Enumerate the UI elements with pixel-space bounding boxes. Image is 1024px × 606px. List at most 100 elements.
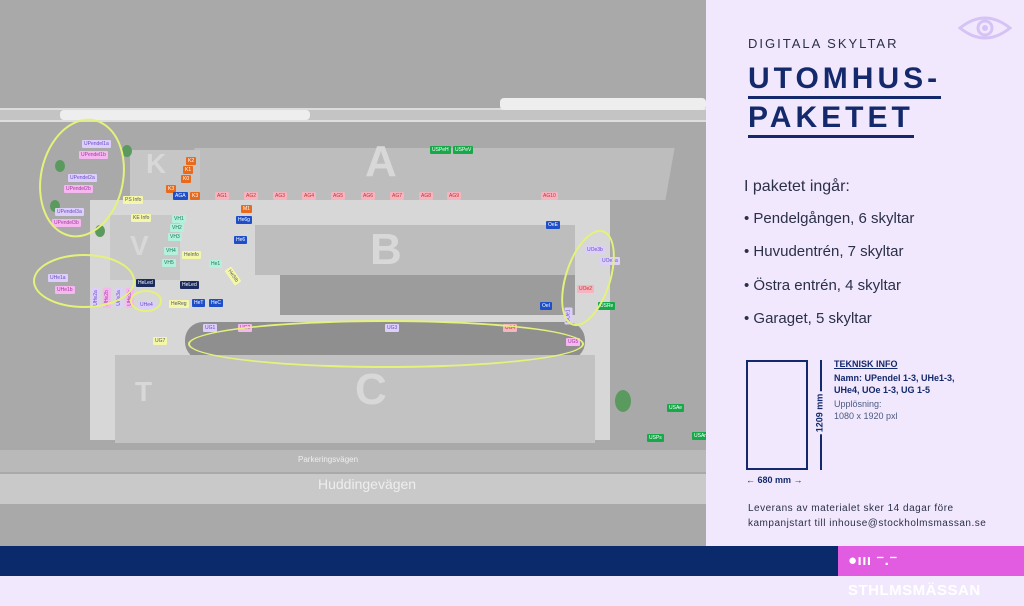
package-item: • Garaget, 5 skyltar	[744, 310, 872, 327]
highlight-huvudentre	[33, 254, 135, 308]
tech-info: TEKNISK INFO Namn: UPendel 1-3, UHe1-3, …	[834, 358, 964, 422]
sign-ag10: AG10	[541, 192, 558, 200]
sign-ag3: AG3	[273, 192, 288, 200]
sign-ag7: AG7	[390, 192, 405, 200]
sign-heled-2: HeLed	[180, 281, 199, 289]
height-label: 1209 mm	[814, 391, 825, 435]
sign-aga: AGA	[173, 192, 188, 200]
package-item: • Huvudentrén, 7 skyltar	[744, 243, 904, 260]
delivery-note: Leverans av materialet sker 14 dagar för…	[748, 501, 986, 531]
tree	[95, 225, 105, 237]
tech-heading: TEKNISK INFO	[834, 359, 898, 369]
sign-he6: He6	[234, 236, 248, 244]
sign-hereg: HeReg	[169, 300, 189, 308]
eye-icon	[958, 16, 1012, 40]
brand-logo: ●ııı ⁻.⁻ STHLMSMÄSSAN	[838, 546, 1024, 599]
hall-label-b: B	[370, 225, 402, 274]
sign-oee: OeE	[546, 221, 561, 229]
sign-uspev: USPeV	[453, 146, 474, 154]
sign-k1: K1	[183, 166, 194, 174]
road-parkering	[0, 450, 706, 472]
width-label: ← 680 mm →	[746, 475, 803, 485]
sign-vh5: VH5	[162, 259, 176, 267]
tree	[50, 200, 60, 212]
train	[60, 110, 310, 120]
info-panel: DIGITALA SKYLTAR UTOMHUS- PAKETET I pake…	[706, 0, 1024, 546]
hall-label-k: K	[146, 148, 167, 179]
sign-ag9: AG9	[447, 192, 462, 200]
sign-he6g: He6g	[236, 216, 252, 224]
sign-ke-info: KE Info	[131, 214, 152, 222]
sign-usre: USRe	[598, 302, 616, 310]
tech-name: Namn: UPendel 1-3, UHe1-3, UHe4, UOe 1-3…	[834, 373, 955, 395]
kicker: DIGITALA SKYLTAR	[748, 36, 899, 51]
brand-name: STHLMSMÄSSAN	[848, 582, 981, 599]
sign-upendel3b: UPendel3b	[52, 219, 81, 227]
venue-map: A B C K V T Parkeringsvägen Huddingeväge…	[0, 0, 706, 546]
hall-label-a: A	[365, 137, 397, 186]
package-item: • Pendelgången, 6 skyltar	[744, 210, 915, 227]
sign-ug1: UG1	[203, 324, 218, 332]
package-item: • Östra entrén, 4 skyltar	[744, 277, 901, 294]
hall-b-wall	[280, 275, 575, 315]
sign-ag6: AG6	[361, 192, 376, 200]
sign-uoe3a: UOe3a	[600, 257, 620, 265]
tree	[122, 145, 132, 157]
sign-ag2: AG2	[244, 192, 259, 200]
hall-c-roof	[115, 355, 595, 443]
sign-ps-info: PS Info	[123, 196, 144, 204]
sign-m1: M1	[241, 205, 252, 213]
road-label-huddinge: Huddingevägen	[318, 476, 417, 492]
sign-vh3: VH3	[168, 233, 182, 241]
sign-upendel1b: UPendel1b	[79, 151, 108, 159]
sign-ug7: UG7	[153, 337, 168, 345]
sign-vh4: VH4	[164, 247, 178, 255]
title-line-2: PAKETET	[748, 101, 914, 138]
sign-hec: HeC	[209, 299, 224, 307]
sign-usan: USAn	[692, 432, 706, 440]
sign-k0: K0	[181, 175, 192, 183]
sign-ag5: AG5	[331, 192, 346, 200]
page-title: UTOMHUS- PAKETET	[748, 62, 942, 140]
highlight-uhe4	[130, 290, 162, 312]
sign-vh1: VH1	[172, 215, 186, 223]
sign-uoe2: UOe2	[577, 285, 595, 293]
sign-ag8: AG8	[419, 192, 434, 200]
sign-heinfo: HeInfo	[182, 251, 201, 259]
sign-upendel2b: UPendel2b	[64, 185, 93, 193]
sign-k3: K3	[166, 185, 177, 193]
tree	[615, 390, 631, 412]
sign-k2: K2	[186, 157, 197, 165]
hall-label-v: V	[130, 230, 149, 261]
road-huddinge	[0, 474, 706, 504]
sign-heled: HeLed	[136, 279, 155, 287]
sign-oei: OeI	[540, 302, 553, 310]
road-label-parkering: Parkeringsvägen	[298, 455, 359, 464]
hall-label-c: C	[355, 365, 387, 414]
sign-usps: USPs	[647, 434, 664, 442]
sign-uoe3b: UOe3b	[585, 246, 605, 254]
hall-b-roof	[255, 225, 575, 275]
sign-uspeh: USPeH	[430, 146, 451, 154]
sign-upendel2a: UPendel2a	[68, 174, 97, 182]
package-intro: I paketet ingår:	[744, 178, 850, 195]
sign-upendel3a: UPendel3a	[55, 208, 84, 216]
sign-upendel1a: UPendel1a	[82, 140, 111, 148]
delivery-note-line: Leverans av materialet sker 14 dagar för…	[748, 503, 954, 514]
sign-dimension-outline	[746, 360, 808, 470]
sign-usae: USAe	[667, 404, 685, 412]
sign-ag1: AG1	[215, 192, 230, 200]
hall-label-t: T	[135, 376, 153, 407]
sign-he1: He1	[209, 260, 223, 268]
sign-k3b: K3	[190, 192, 201, 200]
highlight-garage	[188, 320, 584, 368]
delivery-note-line: kampanjstart till inhouse@stockholmsmass…	[748, 518, 987, 529]
sign-vh2: VH2	[170, 224, 184, 232]
title-line-1: UTOMHUS-	[748, 62, 942, 99]
train	[500, 98, 706, 110]
tree	[55, 160, 65, 172]
tech-resolution-label: Upplösning:	[834, 399, 882, 409]
tech-resolution: 1080 x 1920 pxl	[834, 411, 898, 421]
sign-het: HeT	[192, 299, 206, 307]
sign-ag4: AG4	[302, 192, 317, 200]
